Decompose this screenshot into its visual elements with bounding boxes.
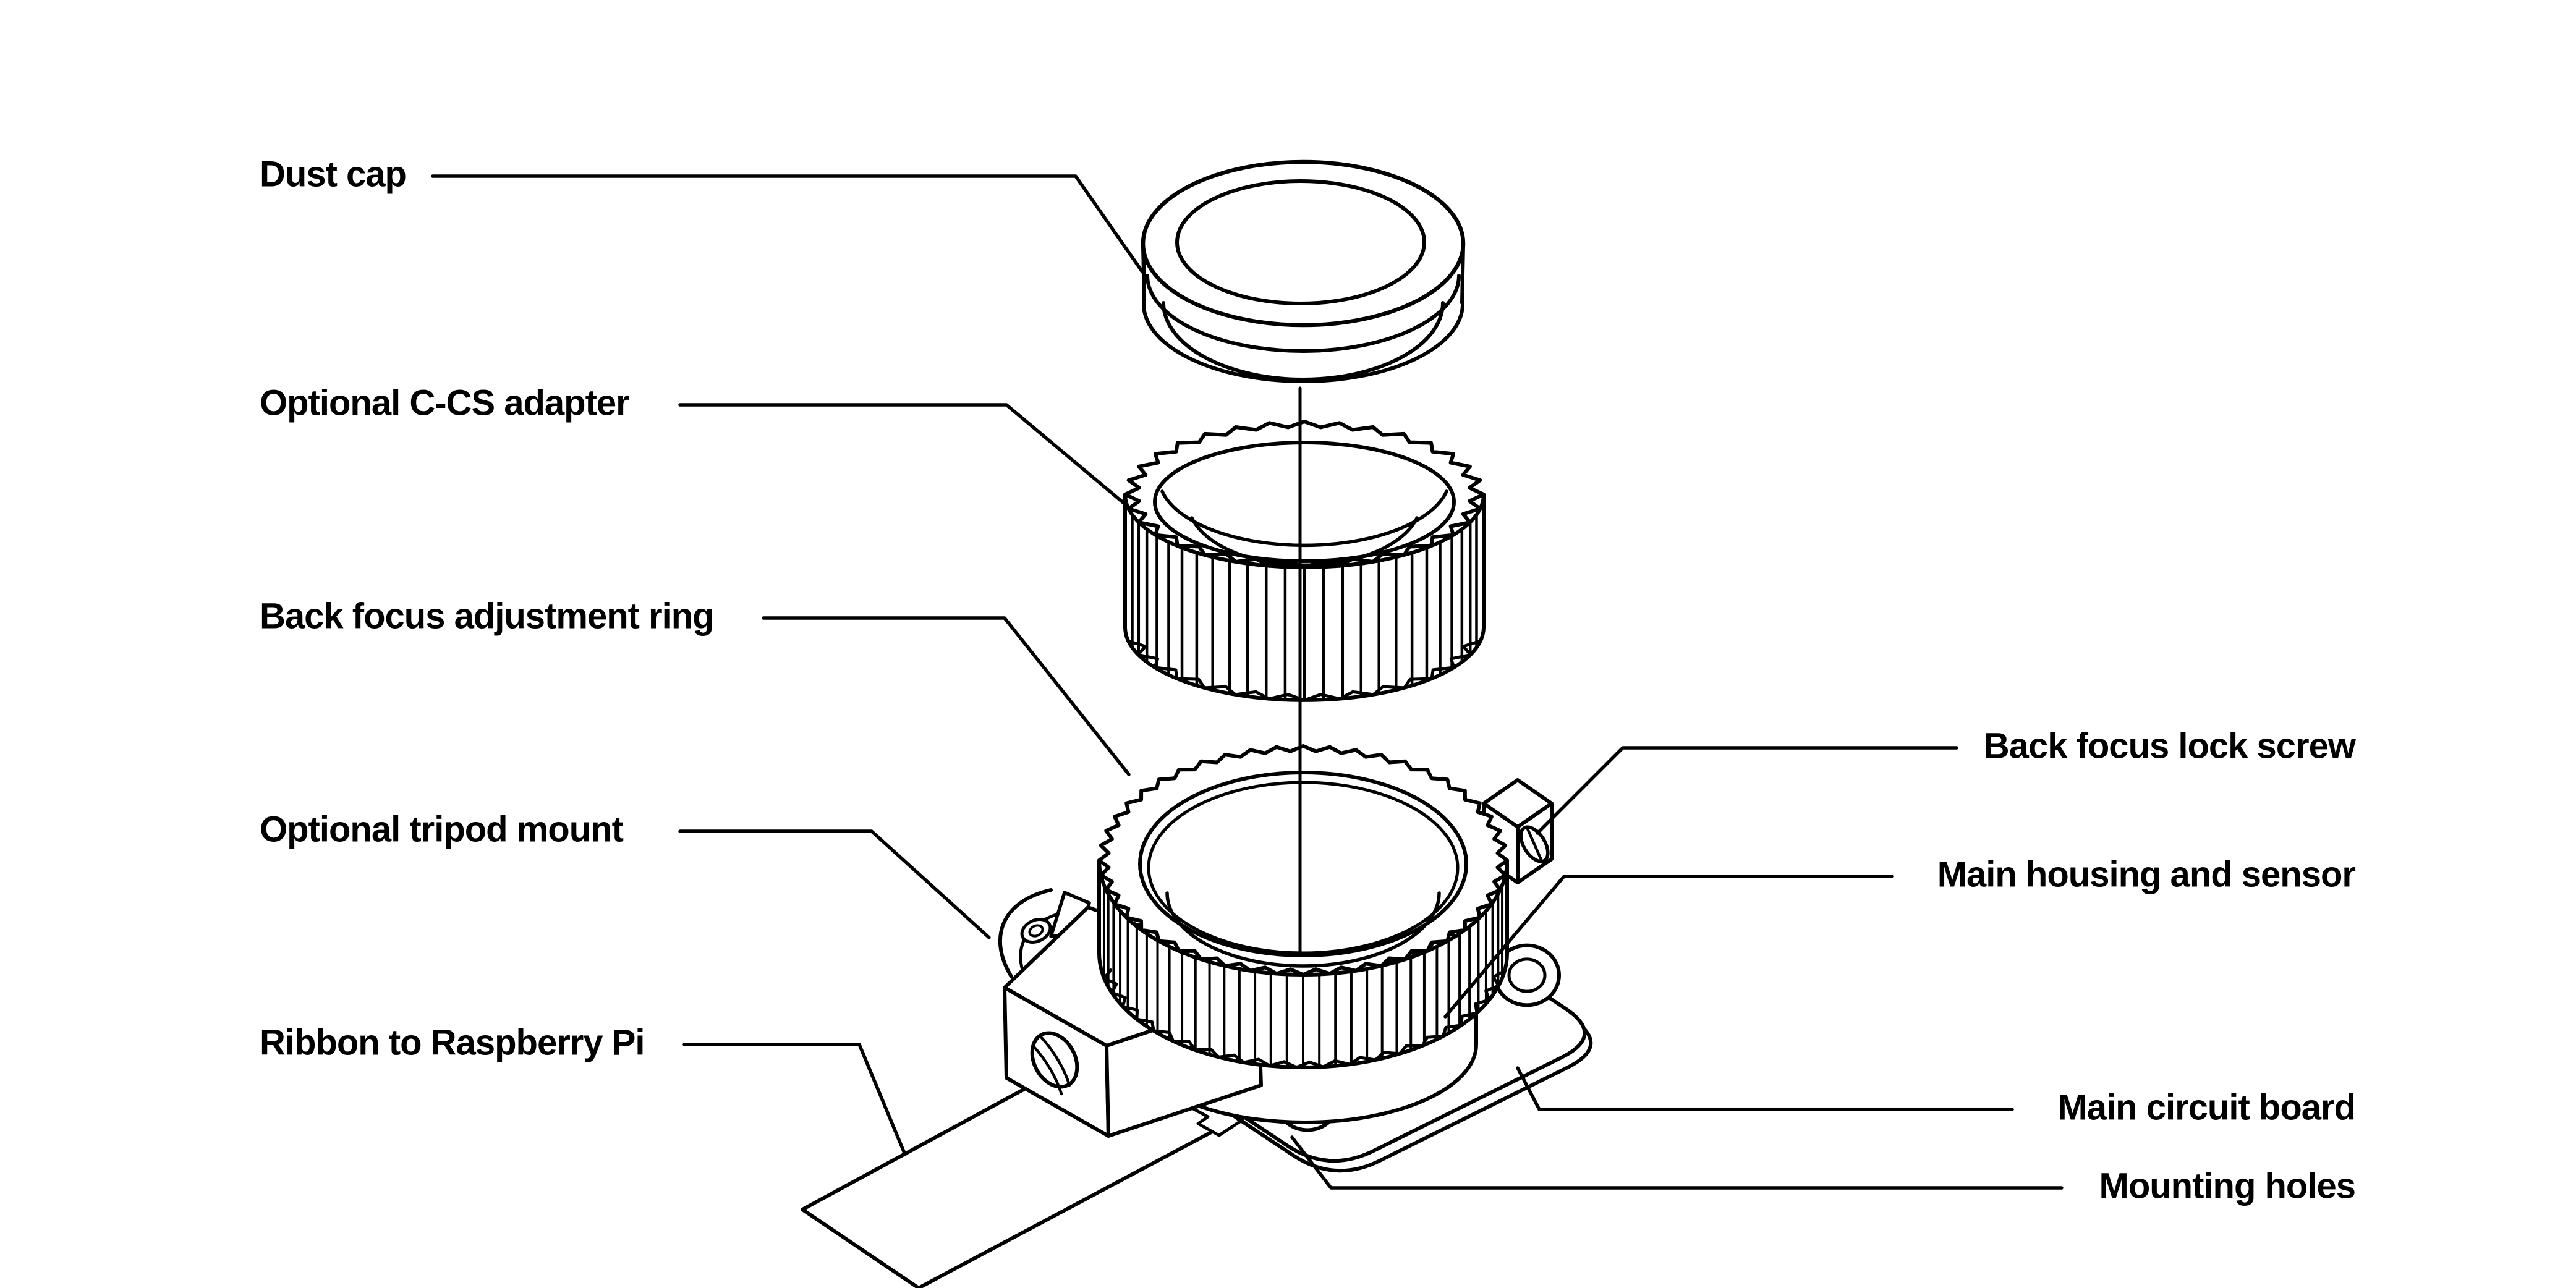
label-circuit-board: Main circuit board bbox=[2057, 1087, 2356, 1128]
label-c-cs-adapter: Optional C-CS adapter bbox=[260, 383, 630, 423]
mounting-hole bbox=[1493, 943, 1561, 1007]
leader-dust-cap bbox=[431, 174, 1144, 274]
leader-tripod-mount bbox=[678, 829, 991, 939]
leader-circuit-board bbox=[1516, 1066, 2014, 1111]
label-main-housing: Main housing and sensor bbox=[1937, 854, 2356, 895]
label-mounting-holes: Mounting holes bbox=[2099, 1166, 2356, 1206]
label-ribbon: Ribbon to Raspberry Pi bbox=[260, 1022, 645, 1063]
dust-cap-drawing bbox=[1141, 159, 1466, 383]
leader-c-cs-adapter bbox=[678, 403, 1134, 512]
leader-main-housing bbox=[1443, 875, 1894, 1019]
label-back-focus-ring: Back focus adjustment ring bbox=[260, 596, 715, 637]
leader-mounting-holes bbox=[1290, 1135, 2064, 1190]
focus-ring-drawing bbox=[1097, 744, 1509, 1069]
leader-ribbon bbox=[682, 1043, 907, 1156]
label-dust-cap: Dust cap bbox=[260, 154, 407, 195]
leader-lock-screw bbox=[1536, 746, 1958, 835]
leader-back-focus-ring bbox=[762, 616, 1131, 776]
label-tripod-mount: Optional tripod mount bbox=[260, 809, 624, 850]
label-lock-screw: Back focus lock screw bbox=[1983, 726, 2356, 766]
leader-lines bbox=[431, 174, 2064, 1190]
cs-adapter-drawing bbox=[1123, 420, 1486, 702]
